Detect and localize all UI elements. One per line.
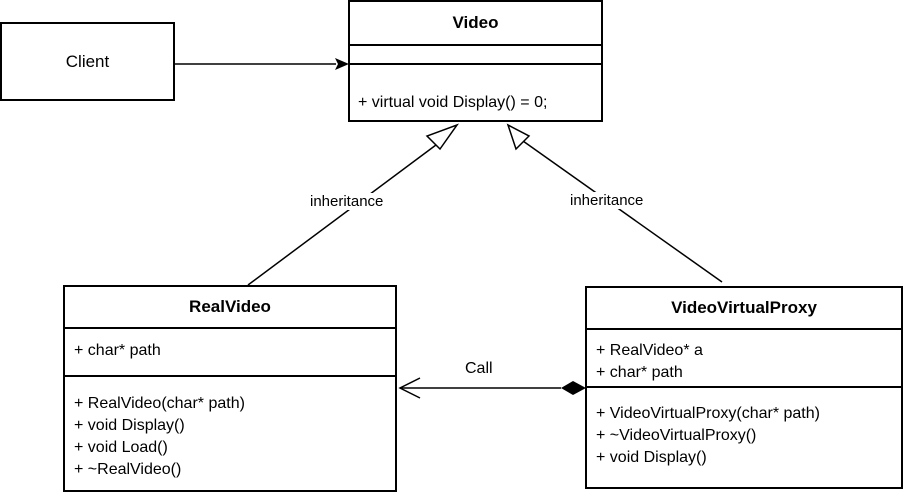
realvideo-methods-section: + RealVideo(char* path) + void Display()… — [65, 375, 395, 481]
realvideo-method: + void Display() — [74, 417, 185, 434]
client-to-video-arrowhead — [335, 58, 349, 70]
video-methods-section: + virtual void Display() = 0; — [350, 63, 601, 120]
realvideo-method: + void Load() — [74, 439, 168, 456]
realvideo-inheritance-triangle — [425, 123, 460, 151]
composition-diamond — [561, 381, 586, 395]
realvideo-method: + ~RealVideo() — [74, 461, 182, 478]
proxy-class-name: VideoVirtualProxy — [671, 298, 817, 317]
client-box[interactable]: Client — [0, 22, 175, 101]
proxy-attribute: + RealVideo* a — [596, 342, 703, 359]
proxy-class[interactable]: VideoVirtualProxy + RealVideo* a + char*… — [585, 286, 903, 489]
video-method: + virtual void Display() = 0; — [358, 94, 548, 111]
video-class-name: Video — [452, 13, 499, 32]
proxy-inheritance-triangle — [506, 123, 531, 151]
proxy-methods-section: + VideoVirtualProxy(char* path) + ~Video… — [587, 386, 901, 469]
proxy-method: + ~VideoVirtualProxy() — [596, 427, 757, 444]
proxy-inheritance-line — [522, 140, 723, 283]
call-label: Call — [465, 360, 493, 377]
realvideo-attribute: + char* path — [74, 342, 161, 359]
proxy-attributes-section: + RealVideo* a + char* path — [587, 328, 901, 386]
client-label: Client — [65, 51, 110, 71]
video-class[interactable]: Video + virtual void Display() = 0; — [348, 0, 603, 122]
realvideo-class-name: RealVideo — [189, 297, 271, 316]
video-attributes-section — [350, 44, 601, 63]
proxy-attribute: + char* path — [596, 364, 683, 381]
realvideo-inheritance-line — [247, 138, 445, 286]
inheritance-label-right: inheritance — [568, 192, 646, 209]
proxy-method: + VideoVirtualProxy(char* path) — [596, 405, 820, 422]
realvideo-attributes-section: + char* path — [65, 327, 395, 375]
proxy-method: + void Display() — [596, 449, 707, 466]
call-arrowhead — [398, 377, 421, 399]
realvideo-class[interactable]: RealVideo + char* path + RealVideo(char*… — [63, 285, 397, 492]
realvideo-method: + RealVideo(char* path) — [74, 395, 245, 412]
inheritance-label-left: inheritance — [308, 193, 386, 210]
